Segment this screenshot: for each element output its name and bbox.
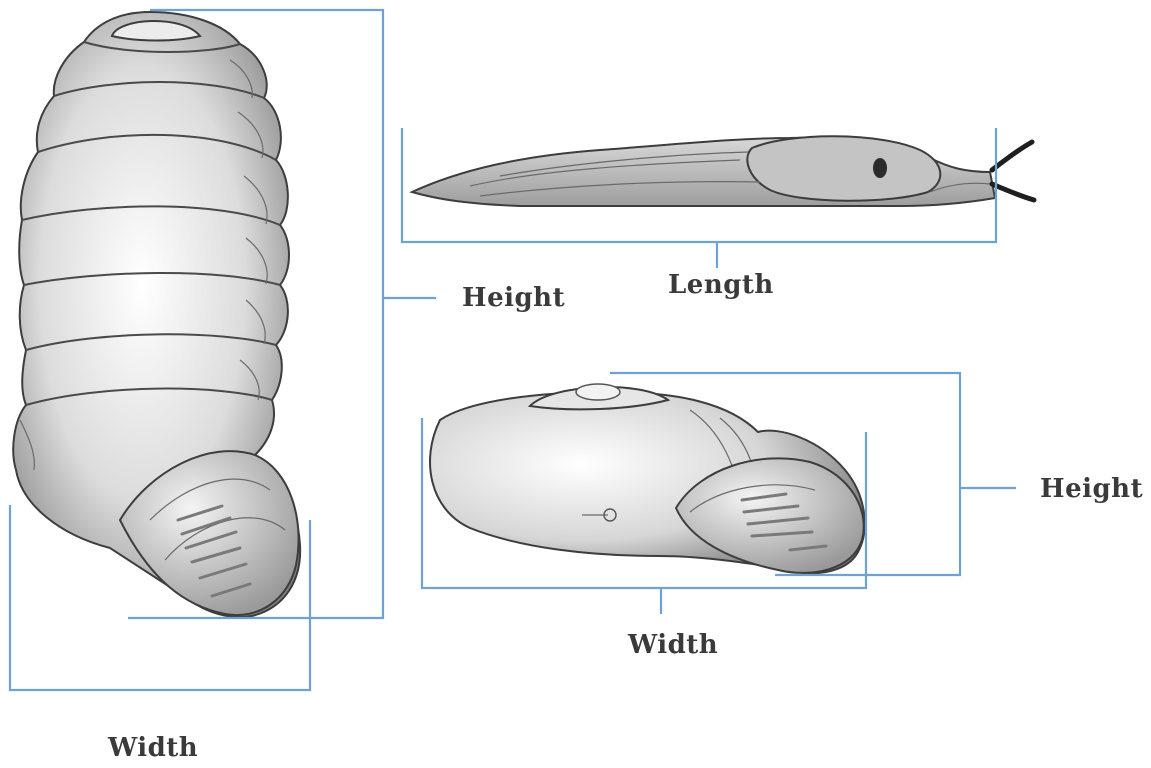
flat-shell-height-label: Height bbox=[1040, 474, 1143, 504]
tall-shell-height-label: Height bbox=[462, 283, 565, 313]
flat-shell-illustration bbox=[430, 384, 865, 573]
tall-shell-width-label: Width bbox=[108, 733, 198, 763]
flat-shell-width-label: Width bbox=[628, 630, 718, 660]
tall-shell-illustration bbox=[13, 12, 300, 617]
slug-illustration bbox=[412, 136, 1034, 206]
slug-length-label: Length bbox=[668, 270, 774, 300]
